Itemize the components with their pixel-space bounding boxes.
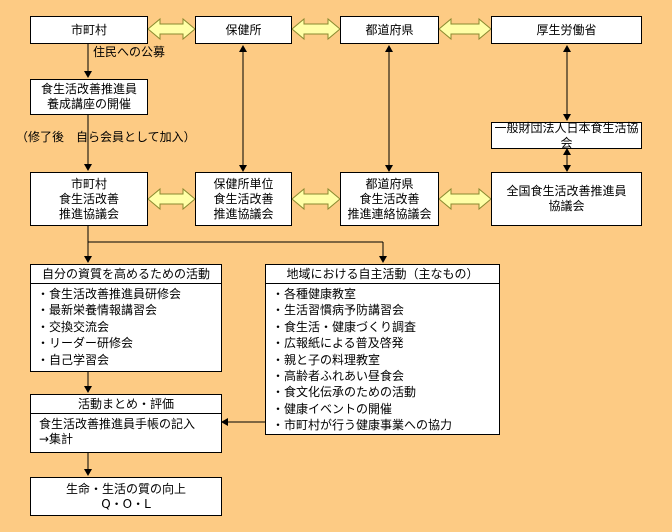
city-council-line2: 食生活改善 (58, 191, 119, 206)
community-title: 地域における自主活動（主なもの） (266, 265, 499, 284)
box-outcome: 生命・生活の質の向上 Q・O・L (30, 477, 222, 516)
box-health-center-council: 保健所単位 食生活改善 推進協議会 (195, 172, 292, 226)
list-item: ・健康イベントの開催 (272, 401, 393, 416)
outcome-line2: Q・O・L (101, 496, 151, 511)
box-city-council: 市町村 食生活改善 推進協議会 (30, 172, 148, 226)
box-national-org: 一般財団法人日本食生活協会 (491, 120, 642, 150)
list-item: ・リーダー研修会 (37, 336, 134, 351)
box-national-council: 全国食生活改善推進員 協議会 (491, 172, 642, 226)
national-council-line1: 全国食生活改善推進員 (506, 184, 627, 198)
summary-line2: →集計 (39, 432, 74, 446)
box-health-center-label: 保健所 (225, 22, 262, 37)
training-line1: 食生活改善推進員 (40, 82, 137, 96)
box-prefecture-council: 都道府県 食生活改善 推進連絡協議会 (340, 172, 439, 226)
box-health-center: 保健所 (195, 16, 292, 44)
list-item: ・親と子の料理教室 (272, 352, 381, 367)
list-item: ・高齢者ふれあい昼食会 (272, 368, 405, 383)
summary-title: 活動まとめ・評価 (31, 395, 221, 414)
double-arrow-prefecture-ministry (438, 17, 492, 41)
list-item: ・自己学習会 (37, 352, 110, 367)
double-arrow-council-health (147, 187, 196, 211)
box-city-label: 市町村 (70, 22, 107, 37)
list-item: ・食生活・健康づくり調査 (272, 319, 417, 334)
health-council-line3: 推進協議会 (213, 206, 274, 221)
note-resident-recruit: 住民への公募 (93, 45, 166, 59)
double-arrow-city-health (147, 17, 196, 41)
city-council-line1: 市町村 (70, 176, 107, 191)
box-training: 食生活改善推進員 養成講座の開催 (30, 79, 148, 115)
national-council-line2: 協議会 (548, 199, 585, 213)
outcome-line1: 生命・生活の質の向上 (65, 481, 186, 496)
box-ministry: 厚生労働省 (491, 16, 642, 44)
list-item: ・食文化伝承のための活動 (272, 385, 417, 400)
community-list: ・各種健康教室 ・生活習慣病予防講習会 ・食生活・健康づくり調査 ・広報紙による… (266, 284, 499, 434)
list-item: ・最新栄養情報講習会 (37, 303, 158, 318)
list-item: ・広報紙による普及啓発 (272, 336, 404, 351)
self-improvement-title: 自分の資質を高めるための活動 (31, 265, 221, 284)
national-org-label: 一般財団法人日本食生活協会 (494, 120, 639, 150)
box-summary: 活動まとめ・評価 食生活改善推進員手帳の記入 →集計 (30, 394, 222, 453)
health-council-line2: 食生活改善 (213, 191, 274, 206)
double-arrow-health-prefecture-council (291, 187, 341, 211)
box-self-improvement: 自分の資質を高めるための活動 ・食生活改善推進員研修会 ・最新栄養情報講習会 ・… (30, 264, 222, 372)
health-council-line1: 保健所単位 (213, 176, 274, 191)
note-after-training: （修了後 自ら会員として加入） (16, 130, 196, 144)
list-item: ・市町村が行う健康事業への協力 (272, 418, 453, 433)
box-prefecture: 都道府県 (340, 16, 439, 44)
prefecture-council-line1: 都道府県 (365, 176, 414, 191)
double-arrow-group (147, 17, 492, 211)
list-item: ・各種健康教室 (272, 287, 357, 301)
city-council-line3: 推進協議会 (58, 206, 119, 221)
box-prefecture-label: 都道府県 (365, 22, 414, 37)
self-improvement-list: ・食生活改善推進員研修会 ・最新栄養情報講習会 ・交換交流会 ・リーダー研修会 … (31, 284, 221, 368)
double-arrow-prefecture-national-council (438, 187, 492, 211)
list-item: ・生活習慣病予防講習会 (272, 303, 405, 318)
summary-line1: 食生活改善推進員手帳の記入 (39, 417, 196, 431)
prefecture-council-line3: 推進連絡協議会 (347, 206, 432, 221)
box-community: 地域における自主活動（主なもの） ・各種健康教室 ・生活習慣病予防講習会 ・食生… (265, 264, 500, 435)
box-ministry-label: 厚生労働省 (536, 22, 597, 37)
training-line2: 養成講座の開催 (46, 97, 131, 111)
prefecture-council-line2: 食生活改善 (359, 191, 420, 206)
list-item: ・交換交流会 (37, 319, 110, 334)
double-arrow-health-prefecture (291, 17, 341, 41)
box-city: 市町村 (30, 16, 148, 44)
list-item: ・食生活改善推進員研修会 (37, 287, 182, 301)
